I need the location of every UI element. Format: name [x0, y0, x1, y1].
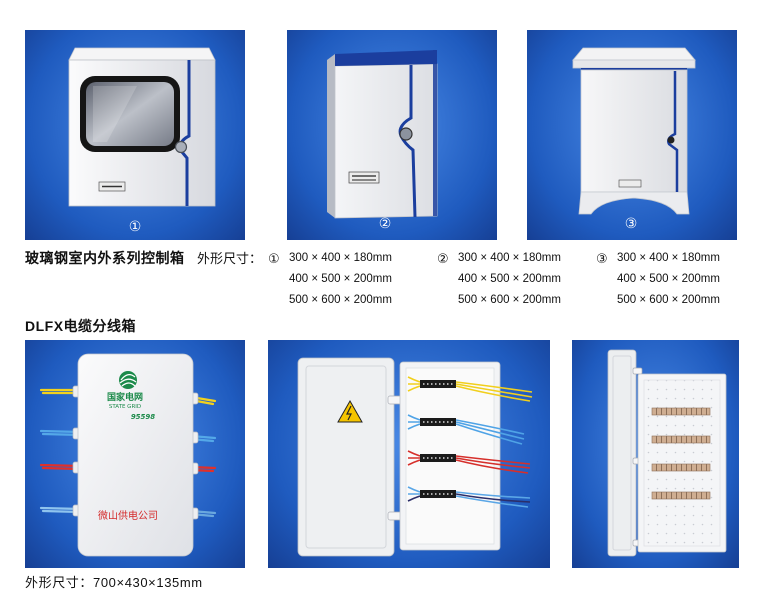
spec-size: 500 × 600 × 200mm — [458, 294, 561, 306]
control-box-window-illustration: ① — [68, 47, 216, 235]
door-lock — [399, 127, 413, 141]
door-inner-rim — [612, 355, 632, 551]
spec-size: 400 × 500 × 200mm — [289, 273, 392, 285]
logo-chinese-text: 国家电网 — [107, 391, 143, 403]
blue-cap-line — [581, 68, 687, 71]
series2-title: DLFX电缆分线箱 — [25, 318, 137, 334]
series2-dimension-label: 外形尺寸： — [25, 575, 94, 590]
spec-marker-1: ① — [268, 251, 280, 266]
rain-cap-front — [572, 59, 696, 69]
box-side — [327, 54, 335, 218]
cable-box-open-terminal-illustration — [607, 349, 727, 557]
box-front — [580, 69, 688, 193]
terminal-block — [651, 407, 711, 416]
series1-dimension-label: 外形尺寸： — [197, 251, 263, 266]
glass-highlight — [93, 86, 137, 142]
terminal-row-4 — [407, 486, 531, 508]
mounting-plate — [643, 379, 721, 547]
spec-size: 300 × 400 × 180mm — [458, 252, 561, 264]
product-marker-3: ③ — [625, 216, 638, 232]
box-top — [68, 47, 216, 61]
blue-top-band — [335, 50, 437, 66]
door-lock — [174, 140, 188, 154]
cable-box-open-wired-illustration — [297, 357, 533, 557]
control-box-2 — [327, 50, 438, 219]
terminal-row-2 — [407, 414, 525, 445]
warning-sign-icon — [337, 399, 363, 423]
company-name: 微山供电公司 — [98, 509, 158, 522]
hotline-number: 95598 — [131, 413, 155, 421]
door-lock — [667, 136, 675, 144]
rain-cap-top — [572, 47, 696, 61]
terminal-block — [651, 435, 711, 444]
series2-dimension-value: 700×430×135mm — [93, 575, 203, 590]
terminal-blocks — [651, 407, 711, 500]
cable-box-closed-illustration: 国家电网 STATE GRID 95598 微山供电公司 — [39, 353, 217, 557]
spec-marker-3: ③ — [596, 251, 608, 266]
spec-size: 300 × 400 × 180mm — [289, 252, 392, 264]
spec-marker-2: ② — [437, 251, 449, 266]
door-inner-rim — [305, 365, 387, 549]
cable-box-cover — [77, 353, 194, 557]
product-photo-1: ① — [25, 30, 245, 240]
product-marker-2: ② — [379, 216, 392, 232]
product-photo-4: 国家电网 STATE GRID 95598 微山供电公司 — [25, 340, 245, 568]
series1-title: 玻璃钢室内外系列控制箱 — [25, 250, 185, 266]
series2-dimensions: 外形尺寸：700×430×135mm — [25, 576, 203, 589]
product-photo-5 — [268, 340, 550, 568]
control-box-3 — [572, 47, 696, 215]
terminal-row-1 — [407, 376, 533, 402]
window-glass — [86, 82, 174, 146]
spec-size: 400 × 500 × 200mm — [458, 273, 561, 285]
spec-size: 400 × 500 × 200mm — [617, 273, 720, 285]
blue-right-edge — [433, 50, 437, 216]
nameplate — [348, 171, 380, 184]
box-door — [297, 357, 395, 557]
product-photo-2: ② — [287, 30, 497, 240]
logo-english-text: STATE GRID — [109, 404, 141, 410]
spec-size: 500 × 600 × 200mm — [617, 294, 720, 306]
product-photo-6 — [572, 340, 739, 568]
control-box-1 — [68, 47, 216, 207]
state-grid-logo-icon — [119, 371, 137, 389]
control-box-outdoor-illustration: ③ — [572, 47, 696, 232]
box-door — [607, 349, 637, 557]
terminal-block — [651, 463, 711, 472]
spec-size: 300 × 400 × 180mm — [617, 252, 720, 264]
box-base-legs — [578, 191, 690, 215]
nameplate — [618, 179, 642, 188]
product-marker-1: ① — [129, 219, 142, 235]
terminal-block — [651, 491, 711, 500]
product-photo-3: ③ — [527, 30, 737, 240]
spec-size: 500 × 600 × 200mm — [289, 294, 392, 306]
terminal-row-3 — [407, 450, 531, 474]
control-box-blue-top-illustration: ② — [327, 50, 438, 232]
box-front — [334, 63, 438, 219]
